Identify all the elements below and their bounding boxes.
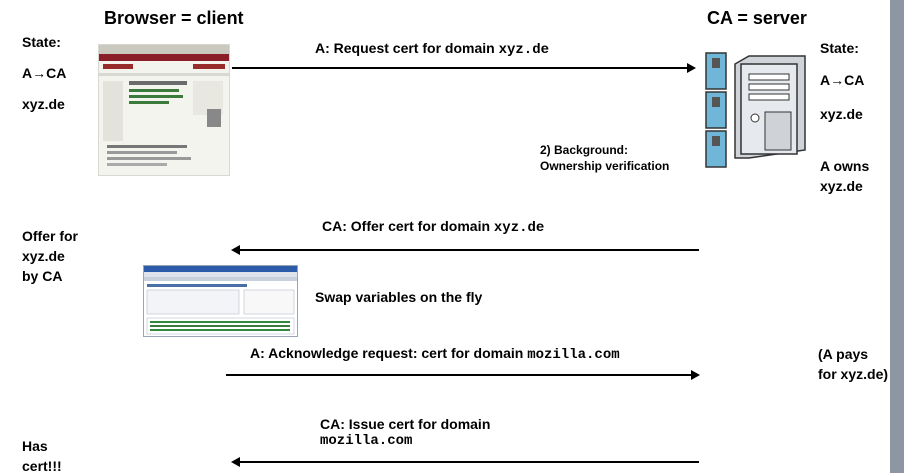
server-state-domain: xyz.de <box>820 106 863 122</box>
acknowledge-message: A: Acknowledge request: cert for domain … <box>250 343 620 365</box>
request-message-text: A: Request cert for domain <box>315 40 499 56</box>
server-tower <box>734 55 806 159</box>
request-arrow <box>232 63 696 73</box>
issue-message-text: CA: Issue cert for domain <box>320 416 491 432</box>
offer-message: CA: Offer cert for domain xyz.de <box>322 216 544 238</box>
offer-arrow <box>231 245 699 255</box>
offer-message-domain: xyz.de <box>493 220 545 236</box>
swap-note: Swap variables on the fly <box>315 289 483 305</box>
client-state-domain: xyz.de <box>22 96 65 112</box>
client-title: Browser = client <box>104 8 244 28</box>
client-state-label: State: <box>22 34 61 50</box>
browser-screenshot <box>98 44 230 176</box>
background-note-detail: Ownership verification <box>540 159 670 173</box>
acknowledge-message-domain: mozilla.com <box>527 347 620 363</box>
swap-screenshot <box>143 265 298 337</box>
swap-screenshot-drawing <box>144 266 297 335</box>
background-note-title: 2) Background: <box>540 143 629 157</box>
browser-screenshot-drawing <box>99 45 229 166</box>
server-rack-units <box>705 52 727 168</box>
acknowledge-arrow <box>226 370 700 380</box>
server-owner-note: A owns xyz.de <box>820 158 870 194</box>
offer-message-text: CA: Offer cert for domain <box>322 218 494 234</box>
issue-arrow <box>231 457 699 467</box>
request-message-domain: xyz.de <box>498 42 550 58</box>
acknowledge-message-text: A: Acknowledge request: cert for domain <box>250 345 528 361</box>
server-state-label: State: <box>820 40 859 56</box>
request-message: A: Request cert for domain xyz.de <box>315 38 549 60</box>
offer-note: Offer for xyz.de by CA <box>22 228 78 284</box>
server-state-relation: A→CA <box>820 72 865 88</box>
has-cert-note: Has cert!!! <box>22 438 62 474</box>
slide-sidebar <box>890 0 904 473</box>
server-icon <box>705 52 806 168</box>
server-title: CA = server <box>707 8 807 28</box>
pays-note: (A pays for xyz.de) <box>818 346 889 382</box>
client-state-relation: A→CA <box>22 65 67 81</box>
issue-message-domain: mozilla.com <box>320 433 413 449</box>
